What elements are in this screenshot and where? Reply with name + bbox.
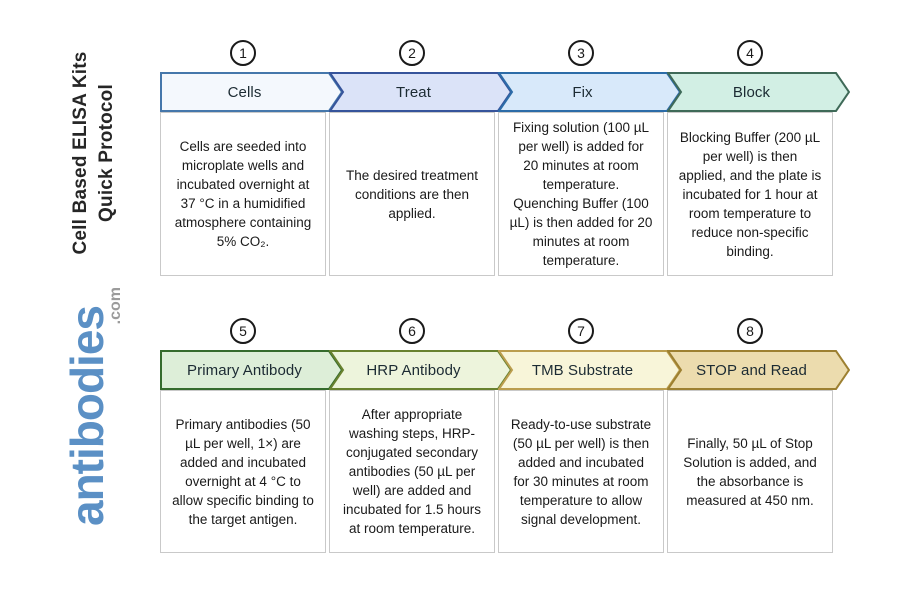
step-description: Fixing solution (100 µL per well) is add… (509, 120, 653, 268)
step-number: 3 (577, 45, 585, 61)
step-number: 1 (239, 45, 247, 61)
step-number: 6 (408, 323, 416, 339)
step-number-badge: 7 (568, 318, 594, 344)
step-title: STOP and Read (696, 361, 807, 379)
step-title: TMB Substrate (531, 361, 634, 379)
step-number-badge: 4 (737, 40, 763, 66)
step-description: After appropriate washing steps, HRP-con… (342, 407, 482, 536)
step-description: Cells are seeded into microplate wells a… (174, 139, 312, 249)
protocol-row-1: 1 2 3 4 Cells Treat Fi (160, 40, 860, 276)
step-description-box: Fixing solution (100 µL per well) is add… (498, 112, 664, 276)
page-title-line1: Cell Based ELISA Kits (70, 51, 91, 255)
step-arrow-row: Primary Antibody HRP Antibody TMB Substr… (160, 350, 860, 390)
protocol-grid: 1 2 3 4 Cells Treat Fi (160, 40, 860, 553)
step-number-badge: 6 (399, 318, 425, 344)
brand-logo: antibodies .com (61, 285, 129, 547)
step-description: Blocking Buffer (200 µL per well) is the… (678, 129, 822, 259)
step-number: 4 (746, 45, 754, 61)
step-description: Primary antibodies (50 µL per well, 1×) … (172, 416, 314, 527)
step-number: 5 (239, 323, 247, 339)
step-arrow-icon (667, 350, 850, 390)
step-number-row: 1 2 3 4 (160, 40, 860, 66)
step-title: Primary Antibody (187, 361, 302, 379)
page-title-line2: Quick Protocol (96, 84, 117, 222)
step-description-box: Primary antibodies (50 µL per well, 1×) … (160, 390, 326, 553)
step-title: Cells (227, 83, 262, 101)
step-description: Ready-to-use substrate (50 µL per well) … (510, 416, 652, 527)
step-number-badge: 3 (568, 40, 594, 66)
step-description: The desired treatment conditions are the… (345, 167, 479, 221)
step-number-badge: 5 (230, 318, 256, 344)
step-number: 8 (746, 323, 754, 339)
step-description: Finally, 50 µL of Stop Solution is added… (683, 435, 817, 508)
step-description-box: The desired treatment conditions are the… (329, 112, 495, 276)
step-title: Fix (572, 83, 593, 101)
step-description-row: Primary antibodies (50 µL per well, 1×) … (160, 390, 860, 553)
step-number: 7 (577, 323, 585, 339)
step-description-box: Ready-to-use substrate (50 µL per well) … (498, 390, 664, 553)
step-title: HRP Antibody (366, 361, 461, 379)
step-description-box: Finally, 50 µL of Stop Solution is added… (667, 390, 833, 553)
step-description-box: After appropriate washing steps, HRP-con… (329, 390, 495, 553)
protocol-row-2: 5 6 7 8 Primary Antibody HRP A (160, 318, 860, 553)
step-arrow-icon (667, 72, 850, 112)
step-description-box: Blocking Buffer (200 µL per well) is the… (667, 112, 833, 276)
step-title: Block (732, 83, 771, 101)
step-number: 2 (408, 45, 416, 61)
step-number-row: 5 6 7 8 (160, 318, 860, 344)
step-number-badge: 1 (230, 40, 256, 66)
step-description-row: Cells are seeded into microplate wells a… (160, 112, 860, 276)
step-arrow-row: Cells Treat Fix Block (160, 72, 860, 112)
step-description-box: Cells are seeded into microplate wells a… (160, 112, 326, 276)
step-number-badge: 2 (399, 40, 425, 66)
page-title: Cell Based ELISA Kits Quick Protocol (68, 43, 122, 263)
step-number-badge: 8 (737, 318, 763, 344)
step-title: Treat (396, 83, 431, 101)
brand-logo-text: antibodies (61, 305, 113, 527)
